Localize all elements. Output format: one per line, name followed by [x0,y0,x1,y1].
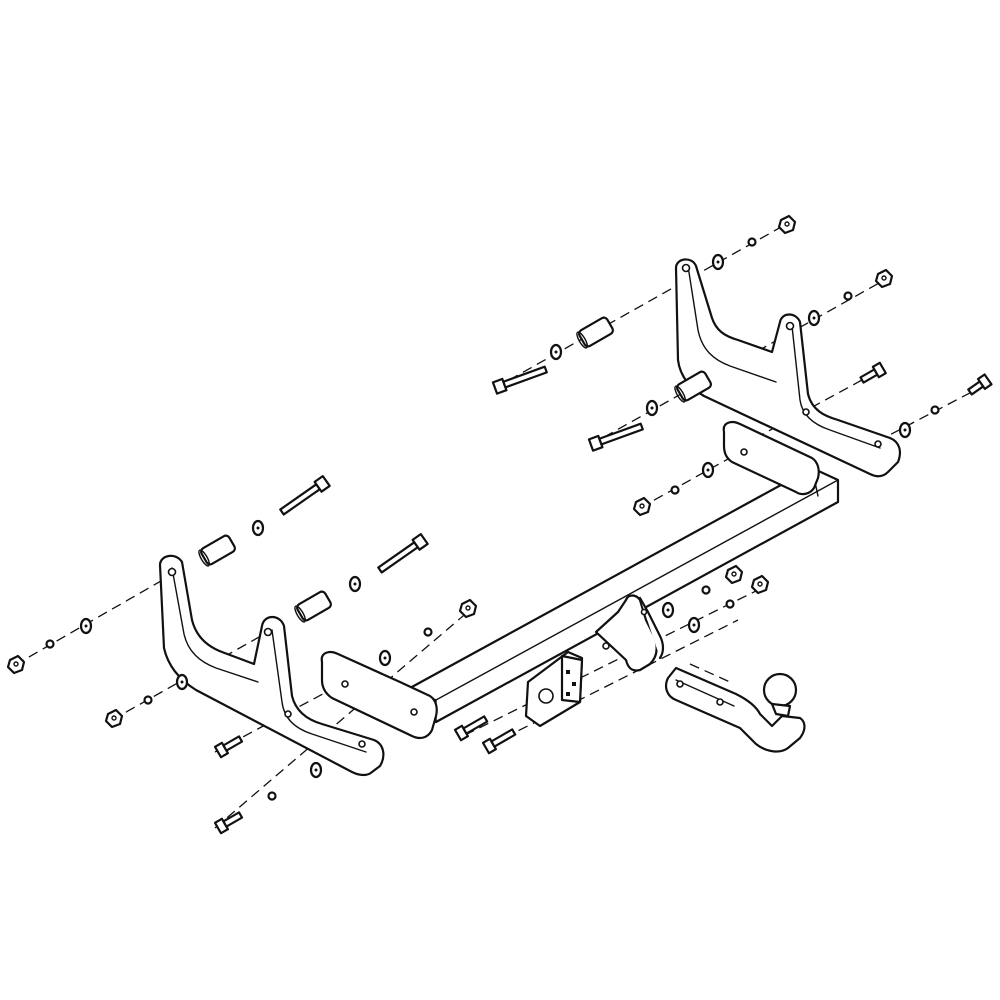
neck-hole [676,680,684,688]
washer [549,343,563,361]
center-mount-bracket [594,594,665,672]
washer [348,575,362,593]
washers [79,253,912,779]
lock-washer [843,291,853,301]
washer [898,421,912,439]
neck-hole [716,698,724,706]
long-bolt [491,365,548,395]
spacer-tube [576,316,614,349]
nut [632,496,652,517]
lock-washer [423,627,433,637]
short-bolt [481,728,517,755]
lock-washer [45,639,55,649]
tow-ball [762,672,798,708]
lock-washer [930,405,940,415]
nut [724,564,744,585]
nut [874,268,894,289]
bracket-hole [785,321,795,331]
bracket-hole [802,408,810,416]
lock-washer [267,791,277,801]
tow-ball-neck [665,663,806,753]
washer [687,616,701,634]
plate-hole [740,448,748,456]
washer [661,601,675,619]
long-bolt [377,533,429,574]
nut [750,574,770,595]
spacer-tube [674,370,712,403]
washer [309,761,323,779]
plate-hole [410,708,418,716]
mount-hole [640,608,648,616]
socket-plate [524,650,584,728]
lock-washer [143,695,153,705]
bracket-hole [167,567,177,577]
washer [807,309,821,327]
bracket-hole [681,263,691,273]
lock-washer [747,237,757,247]
lock-washers [45,237,940,801]
bolts [213,361,993,835]
spacer-tube [198,534,236,567]
left-end-plate [320,651,438,740]
washer [378,649,392,667]
nuts [6,214,894,729]
nut [458,598,478,619]
spacer-tube [294,590,332,623]
bracket-hole [263,627,273,637]
lock-washer [670,485,680,495]
bracket-hole [358,740,366,748]
washer [251,519,265,537]
right-side-bracket [674,258,901,478]
washer [645,399,659,417]
short-bolt [213,735,244,759]
bracket-hole [284,710,292,718]
plate-hole [341,680,349,688]
washer [711,253,725,271]
nut [6,654,26,675]
bracket-hole [874,440,882,448]
short-bolt [859,361,887,384]
washer [701,461,715,479]
short-bolt [453,715,489,742]
mount-hole [602,642,610,650]
spacer-tubes [198,316,712,623]
long-bolt [587,422,644,452]
lock-washer [725,599,735,609]
left-side-bracket [158,554,385,777]
lock-washer [701,585,711,595]
right-end-plate [722,421,820,496]
socket-hole [538,688,554,704]
nut [777,214,797,235]
long-bolt [279,475,331,516]
washer [175,673,189,691]
washer [79,617,93,635]
short-bolt [967,373,993,396]
short-bolt [213,811,244,835]
nut [104,708,124,729]
